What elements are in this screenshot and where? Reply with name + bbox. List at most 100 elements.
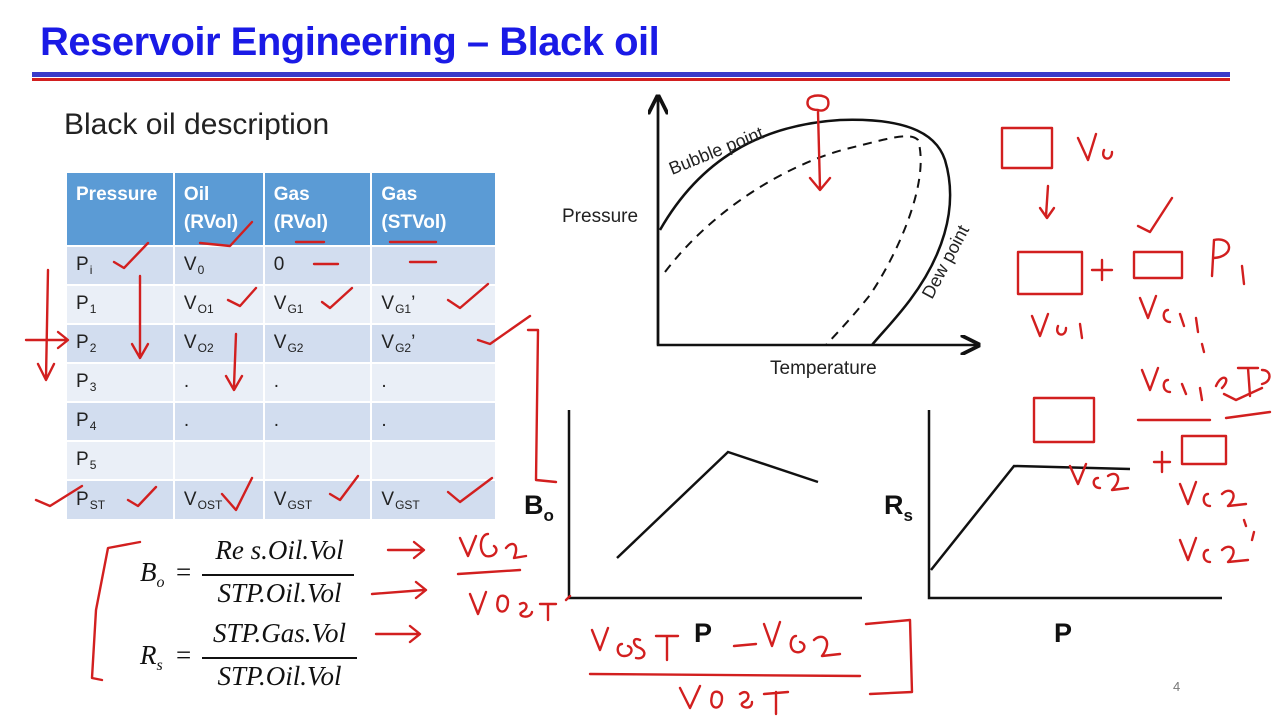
table-header-row: Pressure Oil(RVol) Gas(RVol) Gas(STVol) [67, 173, 497, 246]
handwriting-vo [1076, 132, 1114, 162]
rs-formula-lhs: Rs [140, 640, 163, 674]
right-arrow-icon [386, 540, 426, 560]
checkmark-icon [1136, 196, 1174, 234]
header-gas-rvol: Gas(RVol) [263, 173, 373, 246]
checkmark-icon [476, 314, 532, 346]
box-sketch [1000, 126, 1054, 170]
rs-formula-equals: = [176, 640, 192, 670]
checkmark-icon [328, 474, 360, 502]
checkmark-icon [446, 476, 494, 504]
bo-chart-y-label: Bo [524, 490, 554, 525]
checkmark-icon [446, 282, 490, 310]
right-bracket [864, 618, 914, 696]
plus-icon [1090, 258, 1114, 282]
handwriting-vg2-prime [1178, 530, 1256, 564]
cell-gas-stvol [371, 245, 497, 285]
cell-oil-rvol: V0 [173, 245, 265, 285]
bo-chart [567, 410, 862, 600]
left-bracket [90, 540, 142, 682]
section-subtitle: Black oil description [64, 108, 330, 141]
handwriting-vg1-stp [1140, 366, 1271, 402]
rs-chart [927, 410, 1222, 600]
rs-formula-fraction-bar [202, 657, 357, 659]
cell-oil-rvol: . [173, 362, 265, 402]
box-sketch [1132, 250, 1184, 280]
handwriting-vost [678, 684, 790, 716]
title-divider-red [32, 78, 1230, 81]
handwriting-vg2 [762, 620, 842, 658]
cell-gas-stvol: . [371, 401, 497, 441]
phase-envelope-curve [658, 118, 952, 346]
checkmark-icon [34, 484, 84, 508]
cell-gas-rvol: VGST [263, 479, 373, 519]
quality-line-dashed [664, 135, 922, 346]
rs-formula-denominator: STP.Oil.Vol [217, 661, 342, 691]
checkmark-icon [1222, 386, 1264, 402]
rs-chart-y-label: Rs [884, 490, 913, 525]
table-row: P5 [67, 440, 497, 480]
title-divider-blue [32, 72, 1230, 77]
cell-gas-stvol: VG2’ [371, 323, 497, 363]
bo-chart-x-label: P [694, 618, 713, 648]
down-arrow-icon [130, 274, 150, 360]
bo-formula-numerator: Re s.Oil.Vol [215, 535, 344, 565]
bo-curve [616, 450, 819, 559]
page-number: 4 [1173, 679, 1181, 694]
handwriting-vost [468, 590, 572, 622]
handwritten-annotations [24, 94, 1272, 716]
cell-gas-rvol: VG2 [263, 323, 373, 363]
handwriting-minus [732, 642, 758, 648]
bo-formula: Bo = Re s.Oil.Vol STP.Oil.Vol [140, 535, 380, 615]
checkmark-icon [126, 485, 158, 508]
box-sketch [1180, 434, 1228, 466]
checkmark-icon [198, 220, 254, 248]
phase-diagram [658, 97, 978, 345]
cell-pressure: P3 [67, 362, 175, 402]
right-arrow-icon [24, 330, 70, 350]
bo-formula-fraction-bar [202, 574, 354, 576]
handwriting-vo2 [1068, 462, 1130, 492]
cell-gas-rvol: VG1 [263, 284, 373, 324]
rs-chart-axes [927, 410, 1222, 600]
rs-formula-numerator: STP.Gas.Vol [212, 618, 347, 648]
bracket-line [526, 328, 558, 484]
handwriting-vo1 [1030, 312, 1084, 340]
table-row: P3... [67, 362, 497, 402]
handwriting-vg1 [1138, 294, 1206, 354]
header-oil-rvol: Oil(RVol) [173, 173, 265, 246]
header-pressure: Pressure [67, 173, 175, 246]
slide-title: Reservoir Engineering – Black oil [40, 20, 660, 64]
right-arrow-icon [374, 624, 422, 644]
cell-oil-rvol: VO2 [173, 323, 265, 363]
cell-oil-rvol: VOST [173, 479, 265, 519]
handwriting-p1 [1210, 238, 1246, 286]
plus-icon [1152, 450, 1172, 474]
rs-formula: Rs = STP.Gas.Vol STP.Oil.Vol [140, 618, 380, 698]
cell-pressure: P1 [67, 284, 175, 324]
black-oil-table: Pressure Oil(RVol) Gas(RVol) Gas(STVol) … [67, 173, 497, 519]
bo-formula-denominator: STP.Oil.Vol [217, 578, 342, 608]
cell-gas-stvol [371, 440, 497, 480]
cell-gas-stvol: VG1’ [371, 284, 497, 324]
cell-gas-stvol: VGST [371, 479, 497, 519]
cell-pressure: P5 [67, 440, 175, 480]
checkmark-icon [226, 286, 258, 308]
table-row: P4... [67, 401, 497, 441]
cell-pressure: PST [67, 479, 175, 519]
cell-oil-rvol: VO1 [173, 284, 265, 324]
cell-gas-rvol [263, 440, 373, 480]
right-arrow-icon [370, 580, 428, 600]
header-gas-stvol: Gas(STVol) [371, 173, 497, 246]
checkmark-icon [112, 241, 150, 270]
cell-gas-stvol: . [371, 362, 497, 402]
cell-gas-rvol: . [263, 362, 373, 402]
bo-formula-lhs: Bo [140, 557, 165, 591]
handwriting-vg2 [458, 532, 528, 560]
handwriting-fraction-bar [588, 672, 862, 678]
cell-pressure: P2 [67, 323, 175, 363]
cell-pressure: P4 [67, 401, 175, 441]
